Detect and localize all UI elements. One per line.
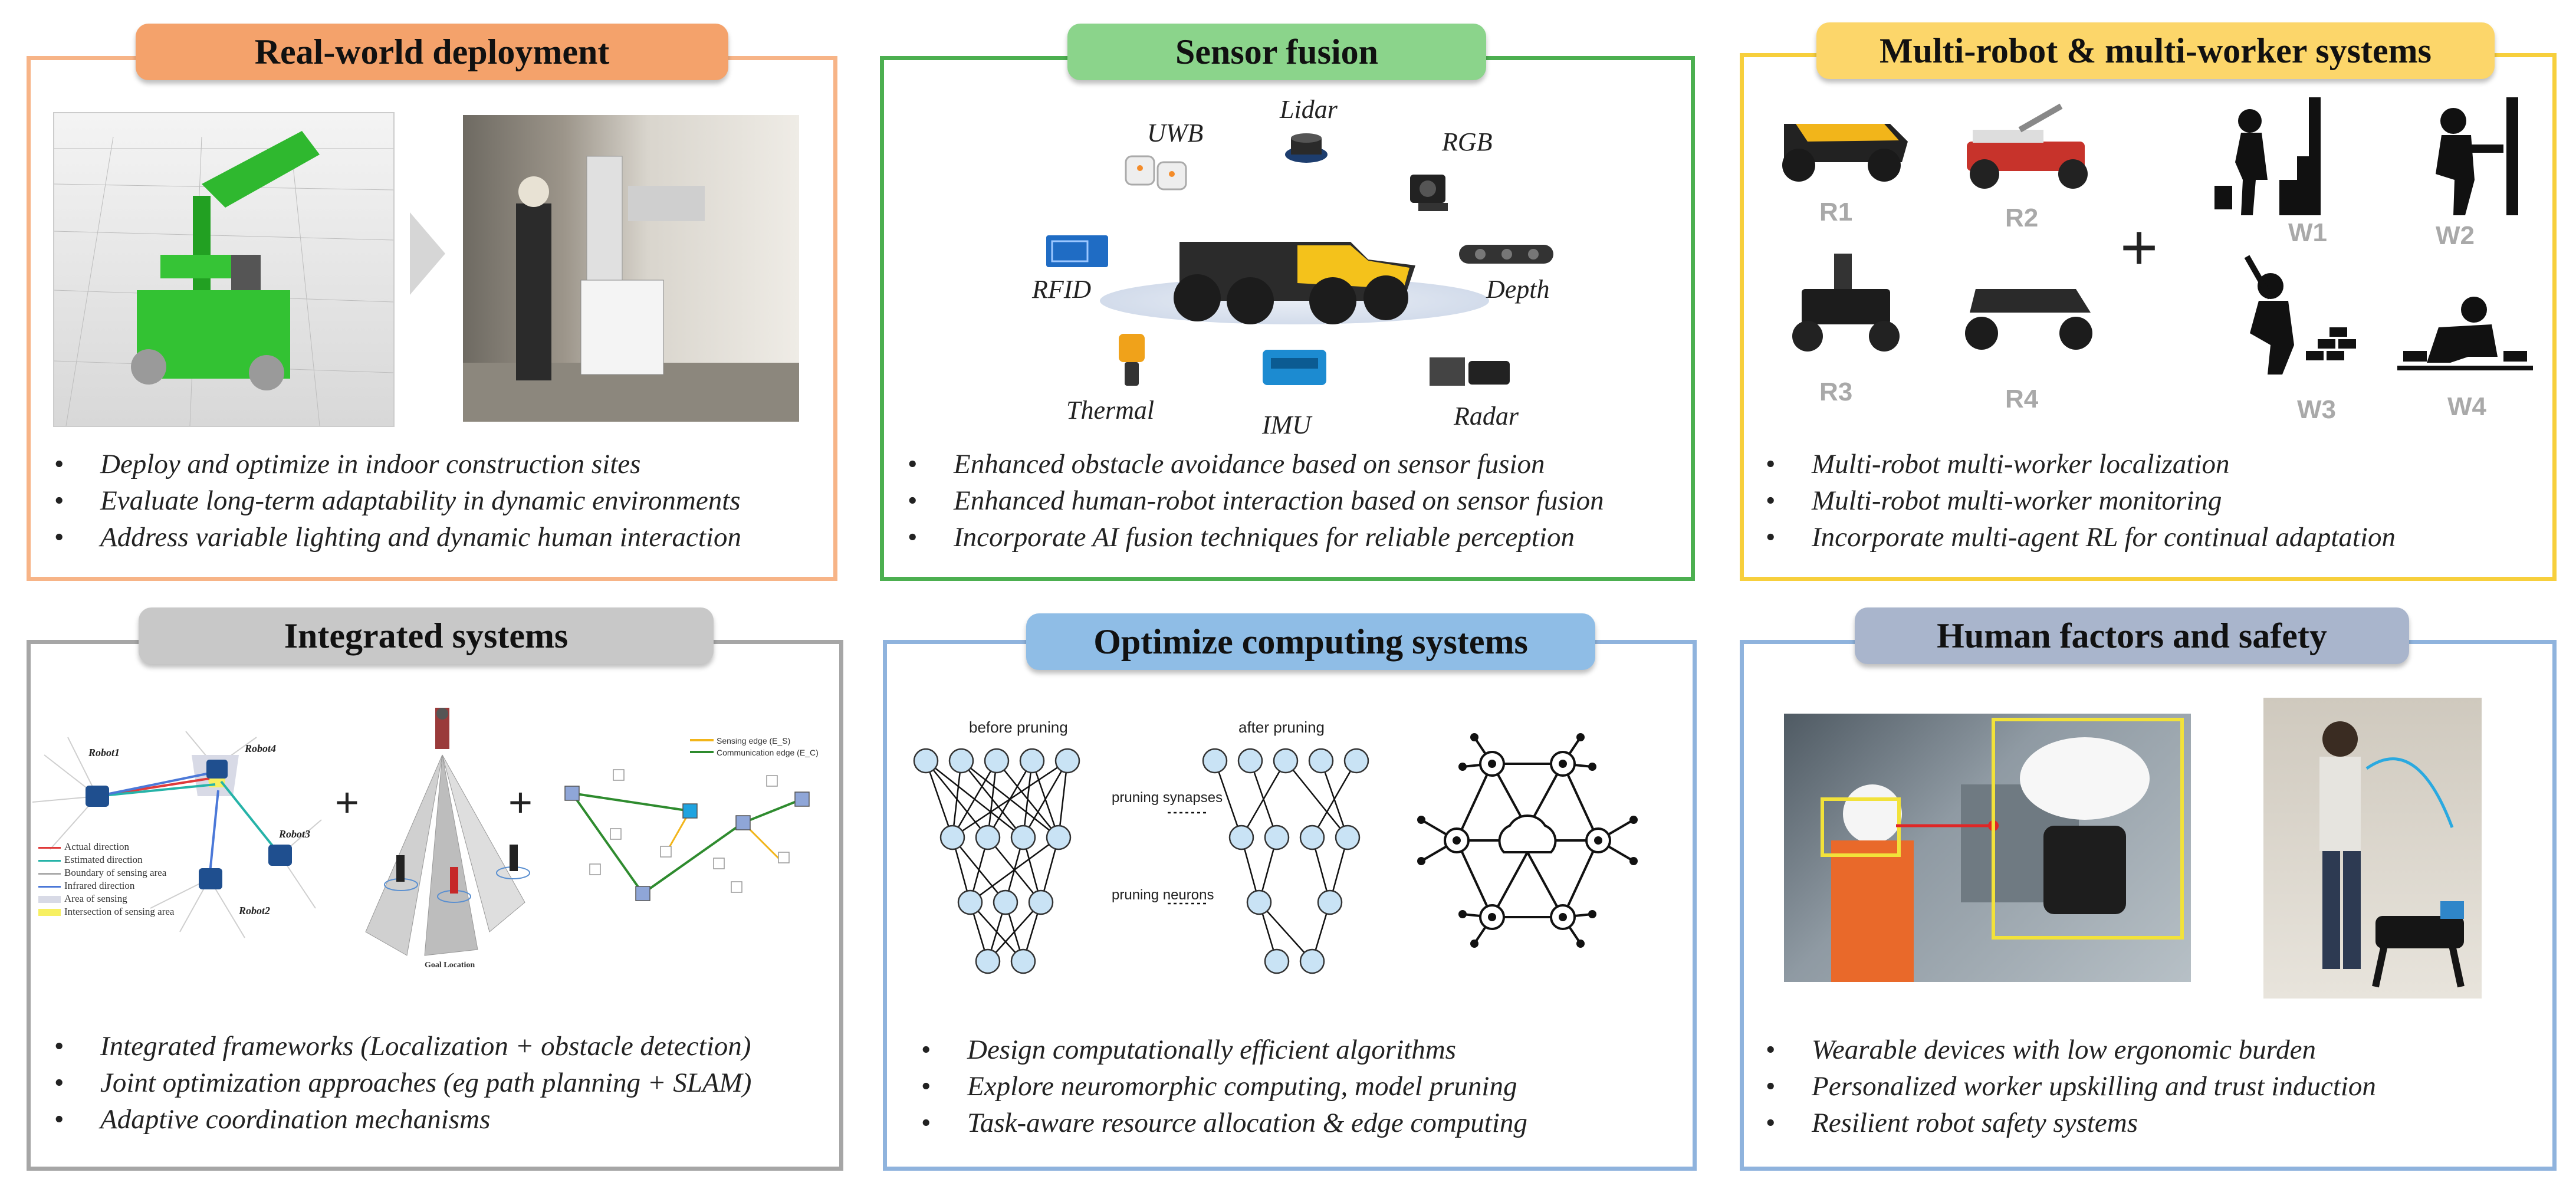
bullet-item: Design computationally efficient algorit… [908, 1032, 1527, 1068]
after-pruning-label: after pruning [1238, 718, 1325, 736]
robot-r1-image [1782, 124, 1908, 182]
bullet-item: Address variable lighting and dynamic hu… [41, 519, 741, 556]
bullets-human-factors: Wearable devices with low ergonomic burd… [1753, 1032, 2376, 1141]
mobile-robot-image [1174, 242, 1415, 324]
legend-item: Area of sensing [38, 892, 174, 905]
before-pruning-label: before pruning [969, 718, 1068, 736]
graph-legend-communication: Communication edge (E_C) [717, 748, 819, 757]
worker-w3-icon [2244, 255, 2356, 375]
worker-w1-icon [2214, 97, 2321, 215]
lidar-sensor-icon [1285, 133, 1328, 163]
robot-r3-image [1792, 254, 1900, 352]
robot-label-1: Robot1 [88, 747, 120, 758]
robot-label-2: Robot2 [238, 905, 270, 917]
bullets-multi-robot: Multi-robot multi-worker localization Mu… [1753, 446, 2396, 556]
legend-item: Intersection of sensing area [38, 905, 174, 918]
panel-title-multi-robot: Multi-robot & multi-worker systems [1816, 22, 2495, 79]
depth-camera-icon [1459, 245, 1553, 264]
pruning-neurons-label: pruning neurons [1112, 887, 1214, 903]
goal-location-diagram: Goal Location [365, 708, 530, 970]
wearable-detection-photo [1784, 714, 2191, 982]
edge-computing-network-icon [1417, 733, 1638, 948]
bullet-item: Personalized worker upskilling and trust… [1753, 1068, 2376, 1105]
bullet-item: Evaluate long-term adaptability in dynam… [41, 482, 741, 519]
bullets-sensor-fusion: Enhanced obstacle avoidance based on sen… [895, 446, 1604, 556]
label-uwb: UWB [1147, 119, 1204, 147]
thermal-camera-icon [1119, 334, 1145, 386]
bullet-item: Deploy and optimize in indoor constructi… [41, 446, 741, 482]
sensing-communication-graph: Sensing edge (E_S) Communication edge (E… [564, 736, 819, 901]
panel-title-computing: Optimize computing systems [1026, 613, 1595, 670]
worker-label-w3: W3 [2297, 395, 2336, 424]
label-imu: IMU [1262, 410, 1312, 439]
panel-title-sensor-fusion: Sensor fusion [1067, 24, 1486, 80]
robot-label-r3: R3 [1819, 377, 1853, 406]
worker-label-w1: W1 [2288, 218, 2327, 247]
bullet-item: Wearable devices with low ergonomic burd… [1753, 1032, 2376, 1068]
label-lidar: Lidar [1280, 95, 1338, 124]
graph-legend-sensing: Sensing edge (E_S) [717, 736, 790, 745]
robot-label-4: Robot4 [244, 743, 276, 754]
panel-title-integrated: Integrated systems [139, 607, 714, 664]
bullet-item: Joint optimization approaches (eg path p… [41, 1065, 751, 1101]
uwb-sensor-icon [1125, 155, 1187, 190]
robot-label-3: Robot3 [278, 828, 310, 840]
worker-w4-icon [2397, 297, 2533, 370]
bullet-item: Resilient robot safety systems [1753, 1105, 2376, 1141]
bullet-item: Explore neuromorphic computing, model pr… [908, 1068, 1527, 1105]
bullet-item: Integrated frameworks (Localization + ob… [41, 1028, 751, 1065]
legend-item: Infrared direction [38, 879, 174, 892]
plus-sign: + [335, 779, 359, 825]
worker-label-w2: W2 [2436, 221, 2475, 250]
label-rgb: RGB [1442, 127, 1493, 156]
robot-r4-image [1965, 289, 2092, 350]
rfid-reader-icon [1046, 235, 1108, 267]
plus-sign: + [2120, 211, 2158, 284]
robot-r2-image [1967, 103, 2088, 189]
robot-label-r2: R2 [2005, 203, 2039, 232]
bullet-item: Incorporate AI fusion techniques for rel… [895, 519, 1604, 556]
plus-sign: + [508, 779, 533, 825]
bullet-item: Task-aware resource allocation & edge co… [908, 1105, 1527, 1141]
bullets-real-world: Deploy and optimize in indoor constructi… [41, 446, 741, 556]
pruning-synapses-label: pruning synapses [1112, 790, 1223, 806]
legend-item: Estimated direction [38, 853, 174, 866]
sensing-legend: Actual direction Estimated direction Bou… [38, 840, 174, 918]
robot-label-r4: R4 [2005, 385, 2039, 413]
bullets-integrated: Integrated frameworks (Localization + ob… [41, 1028, 751, 1138]
bullet-item: Adaptive coordination mechanisms [41, 1101, 751, 1138]
multi-robot-sensing-diagram: Robot1 Robot4 Robot3 Robot2 [32, 731, 322, 938]
bullet-item: Incorporate multi-agent RL for continual… [1753, 519, 2396, 556]
panel-title-real-world: Real-world deployment [136, 24, 728, 80]
legend-item: Actual direction [38, 840, 174, 853]
simulation-image [53, 112, 395, 427]
label-depth: Depth [1486, 275, 1550, 304]
legend-item: Boundary of sensing area [38, 866, 174, 879]
bullet-item: Multi-robot multi-worker monitoring [1753, 482, 2396, 519]
bullet-item: Multi-robot multi-worker localization [1753, 446, 2396, 482]
panel-title-human-factors: Human factors and safety [1855, 607, 2409, 664]
label-radar: Radar [1454, 402, 1519, 431]
label-rfid: RFID [1032, 275, 1092, 304]
bullets-computing: Design computationally efficient algorit… [908, 1032, 1527, 1141]
arrow-right-icon [410, 212, 445, 295]
bullet-item: Enhanced obstacle avoidance based on sen… [895, 446, 1604, 482]
imu-sensor-icon [1263, 350, 1326, 385]
label-thermal: Thermal [1066, 396, 1155, 425]
worker-label-w4: W4 [2447, 392, 2486, 421]
robot-dog-photo [2263, 698, 2482, 999]
radar-sensor-icon [1430, 357, 1510, 386]
site-photo [463, 115, 799, 422]
bullet-item: Enhanced human-robot interaction based o… [895, 482, 1604, 519]
goal-location-label: Goal Location [425, 961, 475, 970]
pruning-diagram: before pruning after pruning pruning syn… [913, 718, 1369, 974]
robot-label-r1: R1 [1819, 198, 1853, 226]
rgb-camera-icon [1410, 175, 1448, 211]
worker-w2-icon [2436, 97, 2518, 215]
